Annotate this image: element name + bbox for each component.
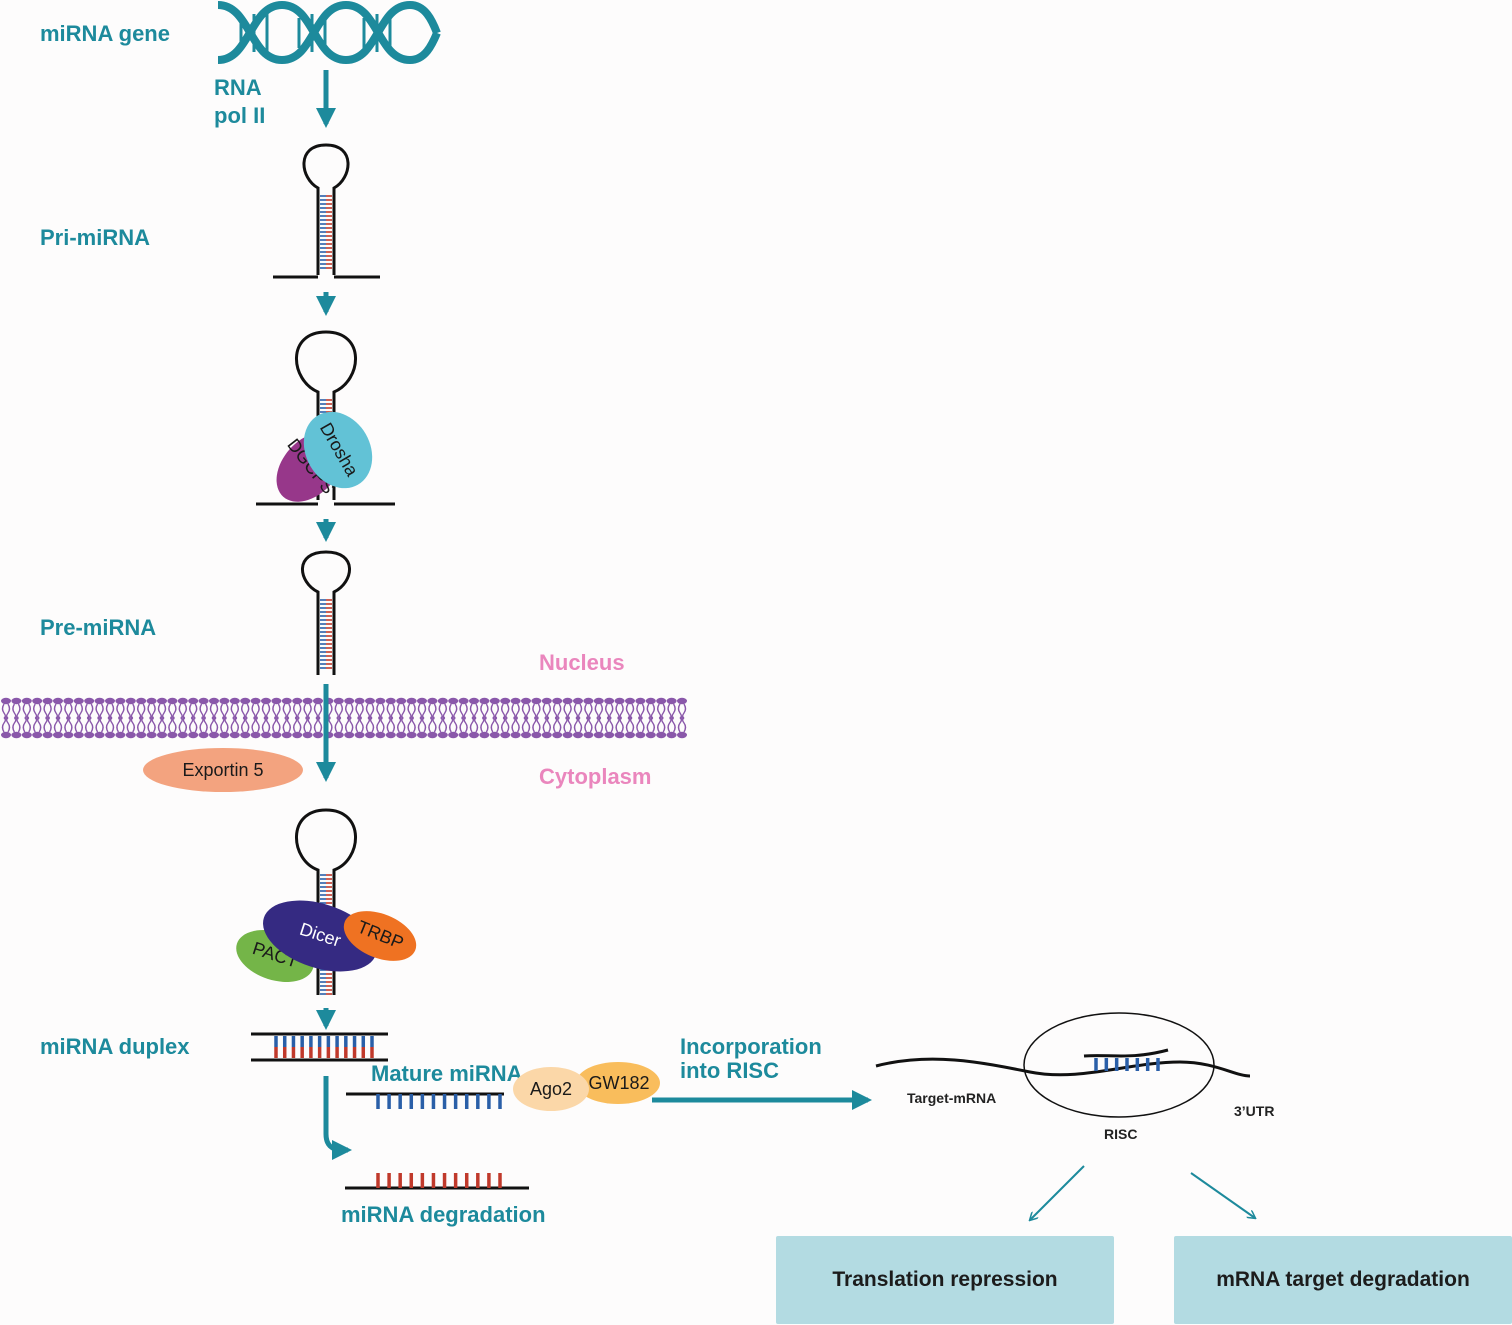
rna-pol-label-line2: pol II [214,103,265,128]
gw182-protein: GW182 [576,1062,660,1104]
ago2-protein: Ago2 [513,1067,589,1111]
trbp-protein: TRBP [343,911,417,961]
nucleus-label: Nucleus [539,650,625,675]
arrow-to-mrna-degradation [1190,1172,1255,1218]
bound-mirna [1083,1048,1169,1071]
mrna-degradation-box: mRNA target degradation [1174,1236,1512,1324]
translation-repression-label: Translation repression [832,1268,1058,1291]
pri-mirna-label: Pri-miRNA [40,225,150,250]
arrow-to-degradation [323,1076,352,1160]
target-mrna-strand [875,1057,1251,1078]
mirna-gene-label: miRNA gene [40,21,170,46]
nuclear-membrane [1,697,687,739]
incorporation-label-line2: into RISC [680,1058,779,1083]
gw182-label: GW182 [588,1073,649,1093]
mirna-degradation-label: miRNA degradation [341,1202,546,1227]
dicer-processing-hairpin [295,808,357,995]
translation-repression-box: Translation repression [776,1236,1114,1324]
exportin5-protein: Exportin 5 [143,748,303,792]
arrow-to-translation-repression [1030,1165,1085,1220]
risc-complex [1023,1012,1215,1118]
cytoplasm-label: Cytoplasm [539,764,651,789]
drosha-processing-hairpin [256,330,395,506]
mrna-target-degradation-label: mRNA target degradation [1216,1268,1470,1291]
target-mrna-label: Target-mRNA [907,1090,996,1106]
drosha-protein: Drosha [303,411,373,489]
pri-mirna-hairpin [273,143,380,279]
rna-pol-label-line1: RNA [214,75,262,100]
incorporation-label-line1: Incorporation [680,1034,822,1059]
mature-mirna-label: Mature miRNA [371,1061,523,1086]
exportin5-label: Exportin 5 [182,760,263,780]
risc-label: RISC [1104,1126,1137,1142]
pre-mirna-label: Pre-miRNA [40,615,156,640]
utr-label: 3’UTR [1234,1103,1274,1119]
mirna-duplex [251,1032,388,1062]
dna-helix-icon [217,0,441,65]
ago2-label: Ago2 [530,1079,572,1099]
mirna-duplex-label: miRNA duplex [40,1034,190,1059]
mature-mirna-strand [346,1092,504,1109]
pre-mirna-hairpin [301,550,351,675]
degraded-mirna-strand [345,1173,529,1190]
